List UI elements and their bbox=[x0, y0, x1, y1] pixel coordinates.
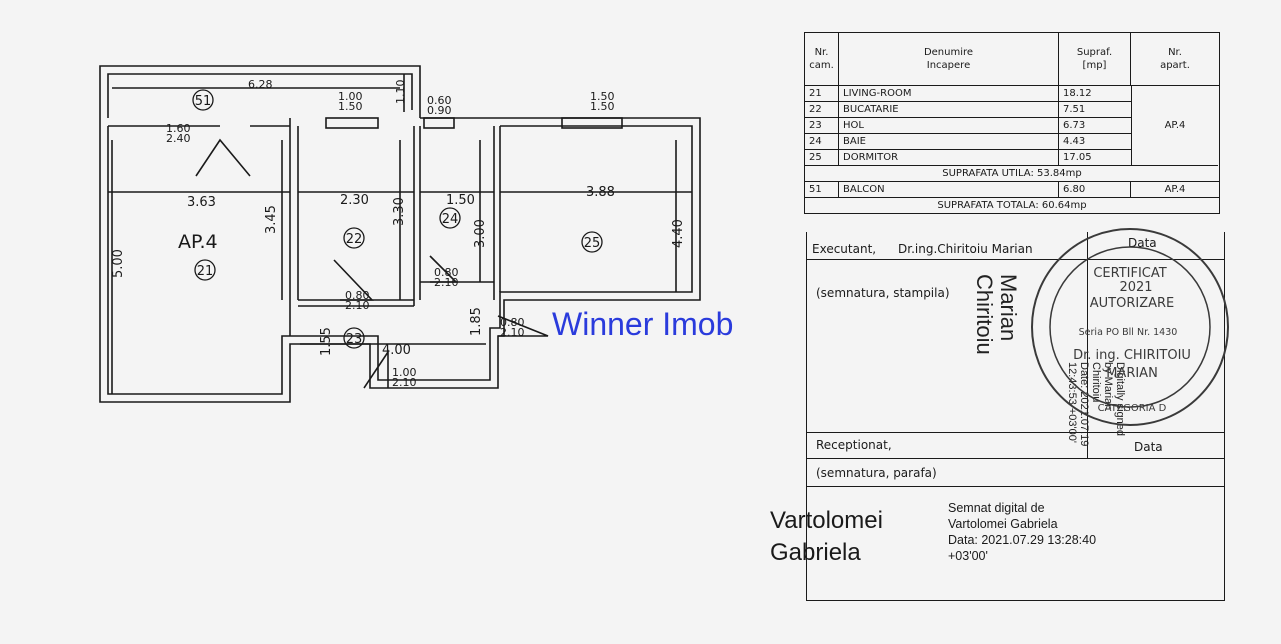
dim-label: 1.50 bbox=[590, 90, 615, 103]
room-number: 21 bbox=[197, 264, 214, 279]
second-signature-meta: Semnat digital de Vartolomei Gabriela Da… bbox=[948, 501, 1097, 563]
room-number: 24 bbox=[442, 212, 459, 227]
dim-label: 2.10 bbox=[434, 276, 459, 289]
dim-label: 4.00 bbox=[382, 343, 411, 358]
room-markers bbox=[192, 89, 603, 349]
svg-text:Dr. ing. CHIRITOIU: Dr. ing. CHIRITOIU bbox=[1073, 348, 1191, 363]
second-signature-name: Vartolomei Gabriela bbox=[770, 507, 883, 566]
dim-label: 6.28 bbox=[248, 78, 273, 91]
dim-label: 3.45 bbox=[264, 205, 279, 234]
digital-signature-name: Marian Chiritoiu bbox=[972, 274, 1021, 355]
svg-text:CERTIFICAT: CERTIFICAT bbox=[1093, 266, 1166, 281]
floor-plan: 6.28 1.10 1.00 1.50 0.60 0.90 1.50 1.50 … bbox=[99, 65, 701, 403]
room-number: 51 bbox=[195, 94, 212, 109]
executant-label: Executant, bbox=[812, 242, 877, 256]
dim-label: 2.10 bbox=[500, 326, 525, 339]
dim-label: 2.40 bbox=[166, 132, 191, 145]
dim-label: 3.00 bbox=[473, 219, 488, 248]
dim-label: 1.50 bbox=[590, 100, 615, 113]
room-number: 22 bbox=[346, 232, 363, 247]
signature-stamp-note: (semnatura, stampila) bbox=[816, 286, 950, 300]
room-number: 25 bbox=[584, 236, 601, 251]
plan-dimensions: 6.28 1.10 1.00 1.50 0.60 0.90 1.50 1.50 … bbox=[111, 78, 686, 389]
svg-text:MARIAN: MARIAN bbox=[1106, 366, 1158, 381]
dim-label: 1.85 bbox=[469, 307, 484, 336]
dim-label: 0.80 bbox=[434, 266, 459, 279]
executant-name: Dr.ing.Chiritoiu Marian bbox=[898, 242, 1033, 256]
dim-label: 1.60 bbox=[166, 122, 191, 135]
dim-label: 1.50 bbox=[446, 193, 475, 208]
svg-text:CATEGORIA D: CATEGORIA D bbox=[1098, 403, 1167, 414]
stamp-seal: CERTIFICAT 2021 AUTORIZARE Seria PO Bll … bbox=[1031, 228, 1229, 426]
dim-label: 1.50 bbox=[338, 100, 363, 113]
dim-label: 3.30 bbox=[392, 197, 407, 226]
dim-label: 4.40 bbox=[671, 219, 686, 248]
dim-label: 2.30 bbox=[340, 193, 369, 208]
useful-area-row: SUPRAFATA UTILA: 53.84mp bbox=[805, 166, 1219, 182]
watermark: Winner Imob bbox=[552, 306, 734, 342]
room-numbers: 51 21 22 24 25 23 bbox=[195, 94, 601, 347]
dim-label: 0.80 bbox=[500, 316, 525, 329]
dim-label: 2.10 bbox=[392, 376, 417, 389]
dim-label: 0.90 bbox=[427, 104, 452, 117]
svg-text:2021: 2021 bbox=[1119, 280, 1152, 295]
apartment-cell: AP.4 bbox=[1131, 86, 1218, 166]
room-number: 23 bbox=[346, 332, 363, 347]
signature-parafa-note: (semnatura, parafa) bbox=[816, 466, 937, 480]
receptionat-label: Receptionat, bbox=[816, 438, 892, 452]
dim-label: 1.10 bbox=[394, 80, 407, 105]
dim-label: 2.10 bbox=[345, 299, 370, 312]
dim-label: 0.60 bbox=[427, 94, 452, 107]
dim-label: 5.00 bbox=[111, 249, 126, 278]
balcony-row: 51 BALCON 6.80 AP.4 bbox=[805, 182, 1219, 198]
signature-box bbox=[806, 232, 1225, 601]
svg-text:Seria PO Bll Nr. 1430: Seria PO Bll Nr. 1430 bbox=[1079, 327, 1178, 338]
dim-label: 3.88 bbox=[586, 185, 615, 200]
plan-walls bbox=[99, 65, 701, 403]
apartment-label: AP.4 bbox=[178, 231, 218, 253]
data-label-2: Data bbox=[1134, 440, 1163, 454]
dim-label: 1.55 bbox=[319, 327, 334, 356]
total-area-row: SUPRAFATA TOTALA: 60.64mp bbox=[937, 200, 1087, 211]
dim-label: 0.80 bbox=[345, 289, 370, 302]
dim-label: 1.00 bbox=[338, 90, 363, 103]
svg-text:AUTORIZARE: AUTORIZARE bbox=[1090, 296, 1175, 311]
dim-label: 3.63 bbox=[187, 195, 216, 210]
dim-label: 1.00 bbox=[392, 366, 417, 379]
